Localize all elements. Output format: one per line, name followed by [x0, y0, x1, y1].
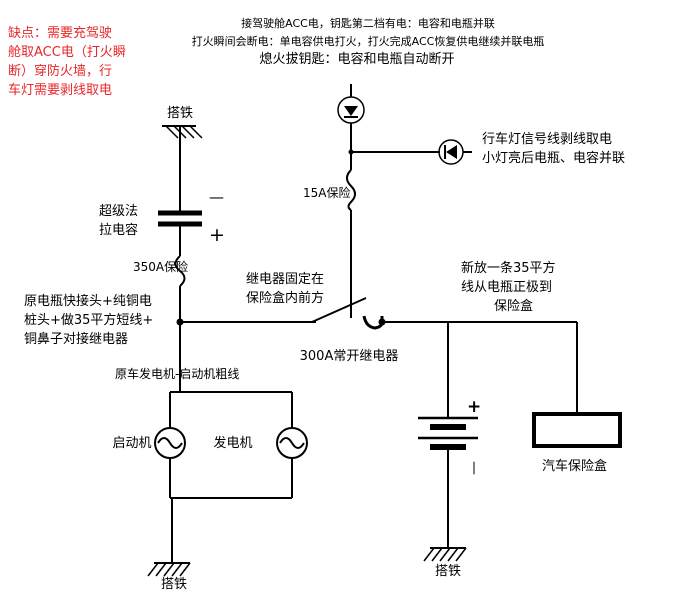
fuse-box-symbol: [532, 412, 622, 448]
headlight-diode-symbol: [438, 139, 472, 165]
fuse-15-symbol: [346, 169, 356, 211]
terminal-note: 原电瓶快接头+纯铜电 桩头+做35平方短线+ 铜鼻子对接继电器: [24, 293, 153, 347]
generator-label: 发电机: [213, 435, 252, 451]
fuse-350-label: 350A保险: [133, 259, 188, 274]
fuse-box-label: 汽车保险盒: [542, 458, 607, 474]
note-off: 熄火拔钥匙：电容和电瓶自动断开: [259, 51, 454, 67]
fuse-15-label: 15A保险: [303, 185, 350, 200]
operation-notes: 接驾驶舱ACC电，钥匙第二档有电：电容和电瓶并联 打火瞬间会断电：单电容供电打火…: [192, 16, 545, 67]
starter-symbol: [154, 427, 186, 459]
terminal-line-2: 桩头+做35平方短线+: [24, 312, 153, 328]
drawback-line-1: 缺点：需要充驾驶: [8, 25, 112, 41]
relay-location-line-1: 继电器固定在: [246, 272, 324, 287]
ground-bottom-left-label: 搭铁: [161, 576, 187, 592]
drawback-line-4: 车灯需要剥线取电: [8, 82, 112, 98]
capacitor-plus: +: [209, 224, 225, 246]
alt-cable-label: 原车发电机-启动机粗线: [115, 366, 239, 381]
relay-label: 300A常开继电器: [300, 349, 399, 364]
ground-top-symbol: [162, 125, 203, 139]
capacitor-symbol: [158, 210, 202, 227]
battery-plus: +: [467, 397, 481, 417]
new-cable-line-1: 新放一条35平方: [461, 260, 556, 276]
terminal-line-1: 原电瓶快接头+纯铜电: [24, 293, 152, 309]
ground-bottom-right-symbol: [423, 547, 467, 562]
junction-dot-right: [378, 318, 386, 326]
note-crank: 打火瞬间会断电：单电容供电打火，打火完成ACC恢复供电继续并联电瓶: [192, 34, 545, 48]
terminal-line-3: 铜鼻子对接继电器: [24, 331, 128, 347]
battery-minus: —: [466, 461, 482, 475]
headlight-line-2: 小灯亮后电瓶、电容并联: [482, 150, 625, 166]
capacitor-label-1: 超级法: [99, 204, 138, 219]
headlight-line-1: 行车灯信号线剥线取电: [482, 131, 612, 147]
note-acc: 接驾驶舱ACC电，钥匙第二档有电：电容和电瓶并联: [241, 16, 495, 30]
fuse-350-symbol: [174, 255, 186, 287]
drawback-line-2: 舱取ACC电（打火瞬: [8, 45, 126, 60]
new-cable-line-3: 保险盒: [494, 298, 533, 314]
capacitor-label-2: 拉电容: [99, 222, 138, 238]
ground-top-label: 搭铁: [167, 105, 193, 121]
drawback-line-3: 断）穿防火墙，行: [8, 63, 112, 79]
ground-bottom-left-symbol: [147, 562, 191, 577]
capacitor-minus: —: [209, 188, 224, 206]
ground-bottom-right-label: 搭铁: [435, 563, 461, 579]
generator-symbol: [276, 427, 308, 459]
battery-symbol: [418, 416, 478, 450]
starter-label: 启动机: [112, 436, 151, 451]
drawback-note: 缺点：需要充驾驶 舱取ACC电（打火瞬 断）穿防火墙，行 车灯需要剥线取电: [8, 25, 126, 98]
acc-diode-symbol: [337, 84, 365, 170]
relay-location-line-2: 保险盒内前方: [246, 290, 324, 306]
new-cable-line-2: 线从电瓶正极到: [461, 280, 552, 295]
